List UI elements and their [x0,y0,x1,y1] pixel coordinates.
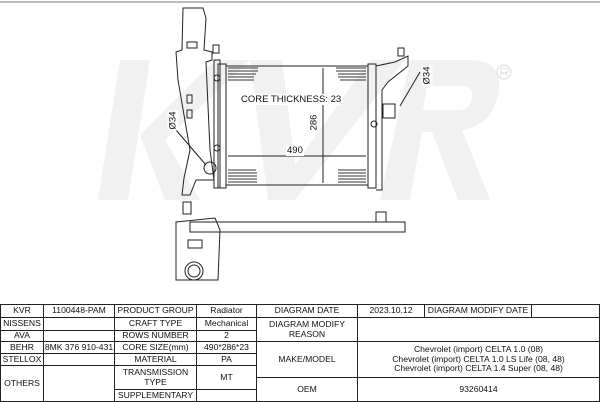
radiator-core [225,65,369,186]
top-border [0,1,600,3]
supplementary-value [196,389,257,402]
radiator-drawing [175,7,421,281]
height-dimension-label: 286 [308,113,320,132]
bottom-view-tank [175,217,221,281]
craft-type-label: CRAFT TYPE [114,317,197,331]
craft-type-value: Mechanical [196,317,257,331]
watermark-letter-k [98,60,150,200]
kvr-watermark [98,60,512,200]
registered-mark [496,64,512,80]
fins-bottom-right [338,169,366,183]
nissens-value [43,317,115,331]
watermark-letter-r [380,60,500,200]
diagram-date-label: DIAGRAM DATE [256,304,358,318]
nissens-label: NISSENS [0,317,44,331]
oem-value: 93260414 [357,377,600,402]
diagram-date-value: 2023.10.12 [357,304,425,318]
others-label: OTHERS [0,365,44,402]
transmission-value: MT [196,365,257,390]
make-model-item: Chevrolet (import) CELTA 1.4 Super (08, … [394,363,563,374]
diagram-modify-date-label: DIAGRAM MODIFY DATE [424,304,532,318]
inlet-diameter-label: Ø34 [167,110,179,131]
oem-label: OEM [256,377,358,402]
width-dimension-label: 490 [286,145,304,156]
supplementary-label: SUPPLEMENTARY [114,389,197,402]
kvr-label: KVR [0,304,44,318]
make-model-values: Chevrolet (import) CELTA 1.0 (08) Chevro… [357,341,600,378]
core-thickness-label: CORE THICKNESS: 23 [240,94,343,105]
bottom-view-bar [189,221,406,233]
fins-top-left [228,67,258,81]
product-group-value: Radiator [196,304,257,318]
transmission-label: TRANSMISSION TYPE [114,365,197,390]
left-tank [217,63,227,189]
diagram-modify-date-value [531,304,600,318]
make-model-label: MAKE/MODEL [256,341,358,378]
outlet-diameter-label: Ø34 [421,65,433,86]
fins-top-right [336,67,366,81]
product-group-label: PRODUCT GROUP [114,304,197,318]
fins-bottom-left [228,169,257,183]
modify-reason-label: DIAGRAM MODIFY REASON [256,317,358,342]
make-model-item: Chevrolet (import) CELTA 1.0 LS Life (08… [392,353,565,364]
kvr-value: 1100448-PAM [43,304,115,318]
expansion-tank [175,7,215,196]
others-value [43,365,115,402]
modify-reason-value [357,317,600,342]
make-model-item: Chevrolet (import) CELTA 1.0 (08) [413,343,544,354]
watermark-letter-v [250,60,405,200]
